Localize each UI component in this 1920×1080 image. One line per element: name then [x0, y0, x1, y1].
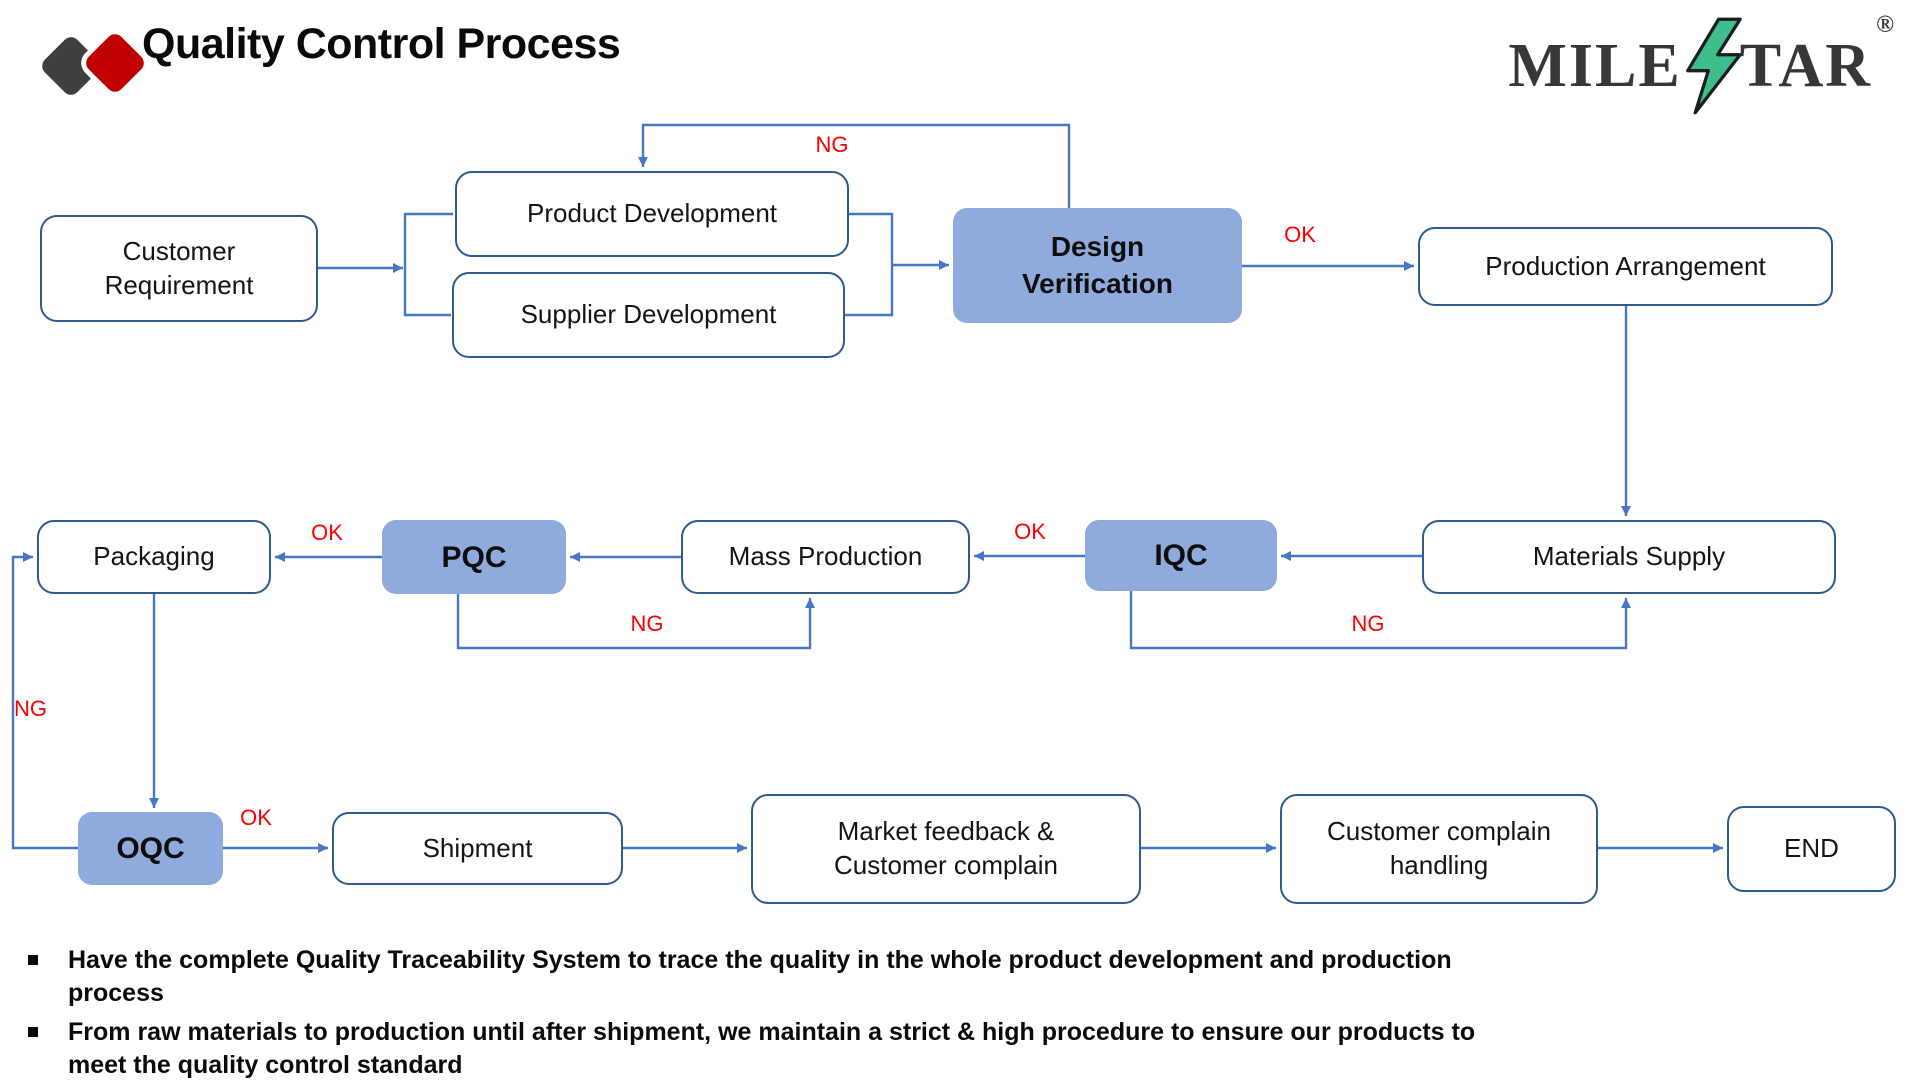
- node-label: END: [1784, 833, 1839, 864]
- node-label: Design Verification: [1022, 231, 1173, 299]
- node-label: Materials Supply: [1532, 541, 1726, 572]
- node-label: Market feedback & Customer complain: [834, 816, 1058, 880]
- notes-list: Have the complete Quality Traceability S…: [24, 944, 1476, 1080]
- node-label: OQC: [116, 832, 185, 865]
- edge-branch-left-bracket: [403, 212, 453, 317]
- page-title: Quality Control Process: [142, 20, 621, 68]
- node-supplier-development: Supplier Development: [452, 272, 845, 358]
- node-materials-supply: Materials Supply: [1422, 520, 1836, 594]
- milestar-logo: MILE TAR ®: [1508, 12, 1894, 118]
- milestar-logo-mile: MILE: [1508, 32, 1682, 100]
- node-label: PQC: [441, 540, 507, 574]
- bullet-square-icon: [28, 1027, 38, 1037]
- milestar-logo-tar: TAR: [1739, 32, 1873, 100]
- node-label: Production Arrangement: [1485, 250, 1766, 281]
- node-customer-requirement: Customer Requirement: [40, 215, 318, 322]
- node-shipment: Shipment: [332, 812, 623, 885]
- node-pqc: PQC: [382, 520, 566, 594]
- note-item: From raw materials to production until a…: [24, 1016, 1476, 1080]
- flow-label-ok-oqc: OK: [240, 805, 272, 830]
- flow-label-ok-design: OK: [1284, 222, 1316, 247]
- node-label: IQC: [1154, 539, 1208, 572]
- note-text: From raw materials to production until a…: [68, 1018, 1476, 1079]
- flow-label-ng-iqc: NG: [1351, 611, 1385, 636]
- node-design-verification: Design Verification: [953, 208, 1242, 323]
- node-label: Packaging: [93, 541, 215, 572]
- flow-label-ok-iqc: OK: [1014, 519, 1046, 544]
- node-product-development: Product Development: [455, 171, 849, 257]
- flow-label-ng-oqc: NG: [14, 696, 47, 721]
- flow-label-ng-design: NG: [815, 132, 849, 157]
- node-customer-complain-handling: Customer complain handling: [1280, 794, 1598, 904]
- note-text: Have the complete Quality Traceability S…: [68, 946, 1452, 1007]
- node-mass-production: Mass Production: [681, 520, 970, 594]
- node-market-feedback: Market feedback & Customer complain: [751, 794, 1141, 904]
- registered-trademark-icon: ®: [1876, 12, 1894, 38]
- node-oqc: OQC: [78, 812, 223, 885]
- lightning-bolt-icon: [1685, 17, 1742, 115]
- node-label: Customer Requirement: [104, 235, 254, 300]
- flow-label-ok-pqc: OK: [311, 520, 343, 545]
- node-label: Shipment: [422, 832, 533, 863]
- node-label: Mass Production: [728, 541, 923, 572]
- flow-label-ng-pqc: NG: [630, 611, 664, 636]
- node-label: Product Development: [526, 198, 778, 229]
- node-packaging: Packaging: [37, 520, 271, 594]
- node-end: END: [1727, 806, 1896, 892]
- logo-diamond-red-icon: [82, 30, 148, 96]
- node-label: Customer complain handling: [1327, 816, 1551, 880]
- note-item: Have the complete Quality Traceability S…: [24, 944, 1476, 1010]
- node-production-arrangement: Production Arrangement: [1418, 227, 1833, 306]
- node-label: Supplier Development: [520, 299, 777, 330]
- node-iqc: IQC: [1085, 520, 1277, 591]
- edge-branch-right-bracket: [845, 212, 894, 317]
- bullet-square-icon: [28, 955, 38, 965]
